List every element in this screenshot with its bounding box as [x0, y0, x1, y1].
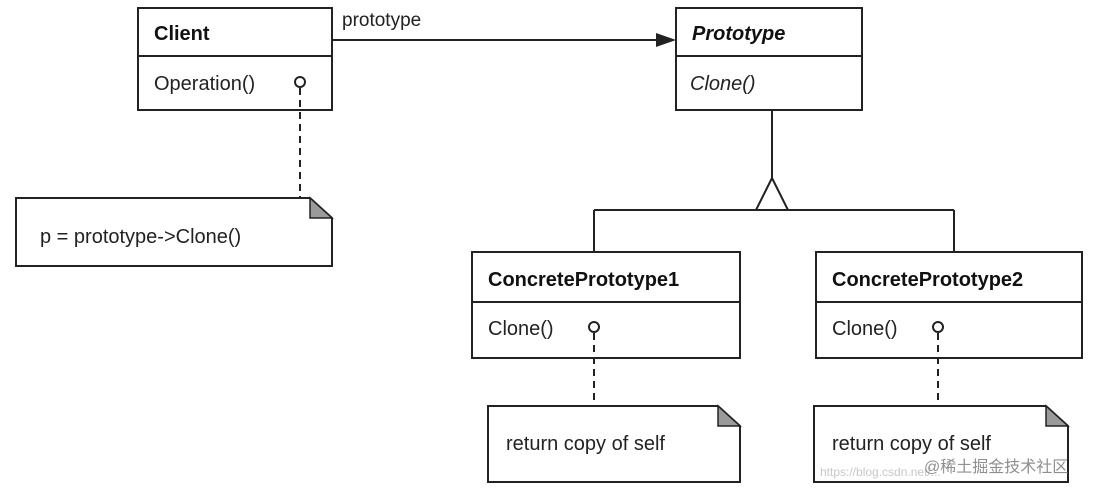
concrete-prototype-2-note-anchor — [932, 321, 944, 333]
client-note: p = prototype->Clone() — [15, 88, 334, 267]
concrete-prototype-1-note-fold-icon — [717, 404, 742, 427]
inheritance-triangle-icon — [754, 175, 790, 211]
client-note-fold-icon — [309, 196, 334, 219]
prototype-class-name: Prototype — [692, 23, 785, 45]
association-label: prototype — [342, 10, 421, 31]
concrete-prototype-2-name: ConcretePrototype2 — [832, 269, 1023, 291]
generalization — [593, 110, 955, 252]
concrete-prototype-1-box — [471, 251, 741, 359]
concrete-prototype-1-note-box — [487, 405, 741, 483]
client-note-text: p = prototype->Clone() — [40, 226, 241, 248]
client-note-box — [15, 197, 333, 267]
concrete-prototype-2-box — [815, 251, 1083, 359]
association-arrowhead-icon — [656, 33, 676, 47]
client-operation: Operation() — [154, 73, 255, 95]
concrete-prototype-2-operation: Clone() — [832, 318, 898, 340]
concrete-prototype-2-class: ConcretePrototype2 Clone() — [815, 251, 1083, 359]
concrete-prototype-1-note-anchor — [588, 321, 600, 333]
client-note-anchor — [294, 76, 306, 88]
concrete-prototype-2-note-fold-icon — [1045, 404, 1070, 427]
concrete-prototype-1-class: ConcretePrototype1 Clone() — [471, 251, 741, 359]
client-class-name: Client — [154, 23, 210, 45]
watermark-url: https://blog.csdn.net/... — [820, 465, 941, 479]
association-client-prototype: prototype — [332, 10, 676, 47]
client-class: Client Operation() — [137, 7, 333, 111]
prototype-operation: Clone() — [690, 73, 756, 95]
concrete-prototype-1-note-text: return copy of self — [506, 433, 665, 455]
prototype-class-box — [675, 7, 863, 111]
concrete-prototype-1-operation: Clone() — [488, 318, 554, 340]
watermark-text: @稀土掘金技术社区 — [924, 458, 1068, 476]
concrete-prototype-1-name: ConcretePrototype1 — [488, 269, 679, 291]
prototype-class: Prototype Clone() — [675, 7, 863, 111]
concrete-prototype-2-note: return copy of self — [813, 333, 1070, 483]
concrete-prototype-2-note-text: return copy of self — [832, 433, 991, 455]
concrete-prototype-2-note-box — [813, 405, 1069, 483]
concrete-prototype-1-note: return copy of self — [487, 333, 742, 483]
